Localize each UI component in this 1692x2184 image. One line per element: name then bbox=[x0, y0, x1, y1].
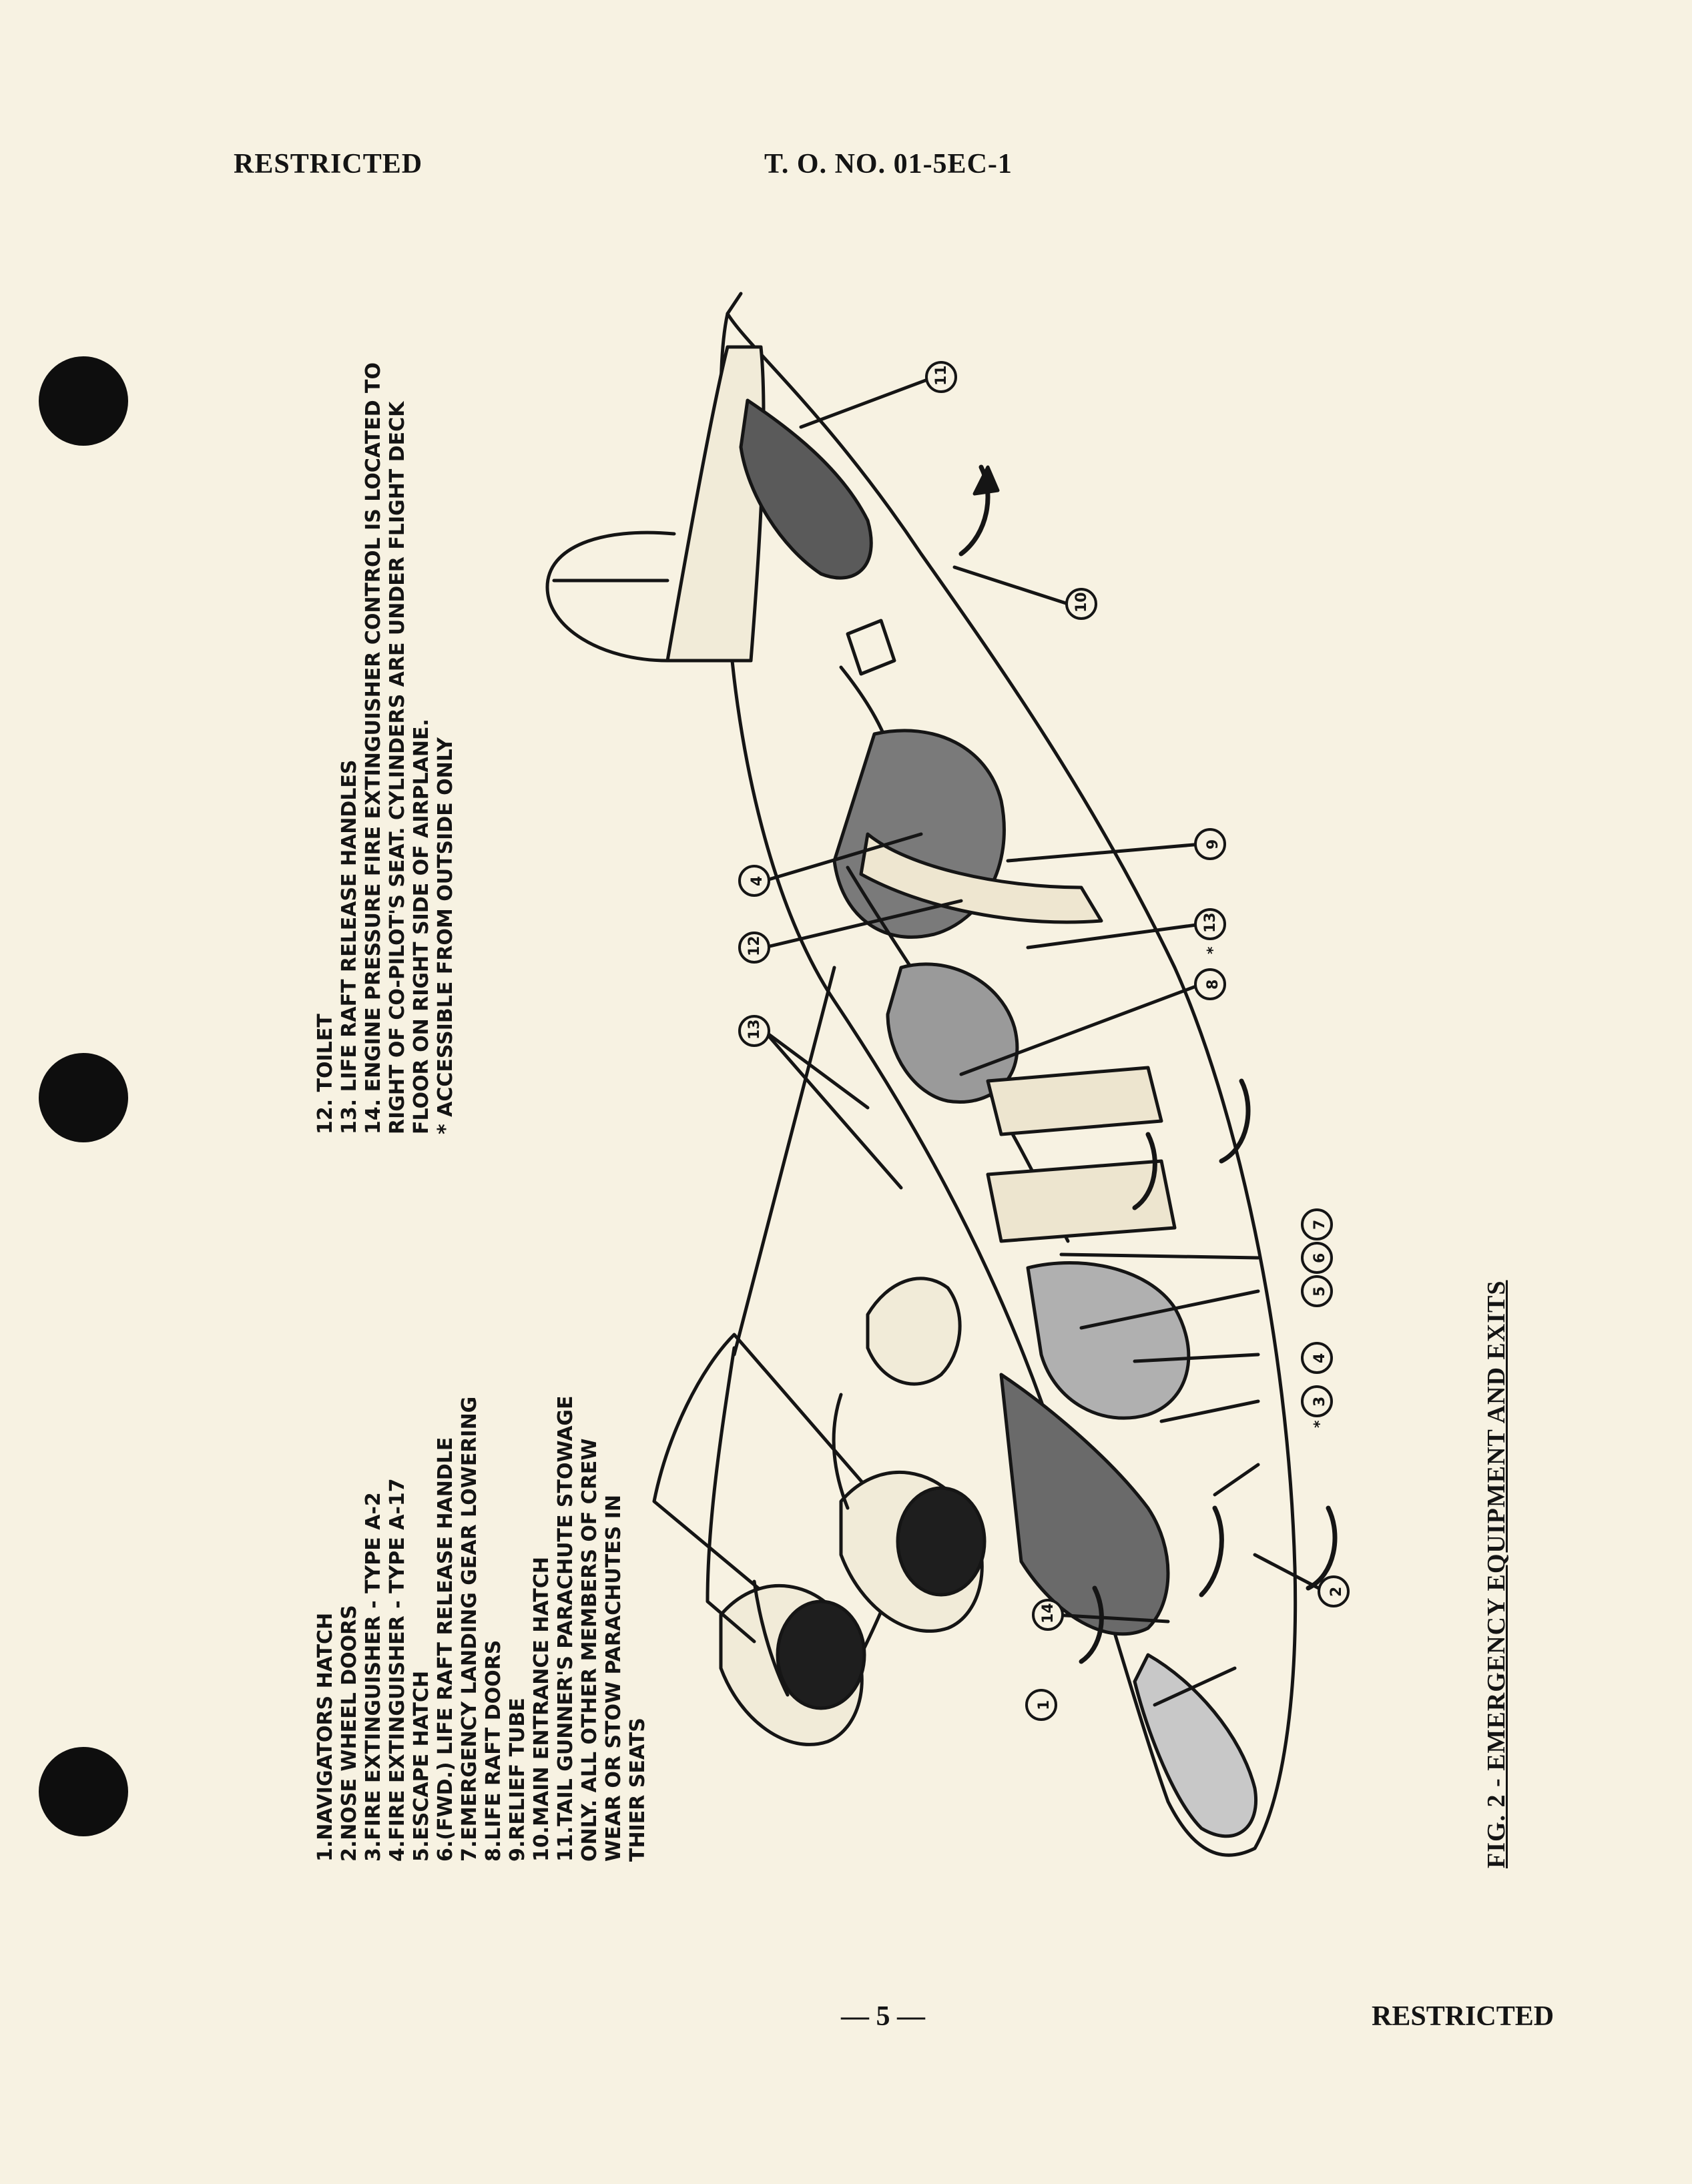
callout-13a: 13 bbox=[1202, 912, 1219, 933]
legend-item-11-cont-2: WEAR OR STOW PARACHUTES IN bbox=[602, 1494, 625, 1862]
legend-item-8: 8.LIFE RAFT DOORS bbox=[482, 1640, 505, 1862]
legend-list-primary: 1.NAVIGATORS HATCH 2.NOSE WHEEL DOORS 3.… bbox=[314, 1395, 650, 1862]
callout-12: 12 bbox=[746, 936, 763, 956]
legend-accessible-note: * ACCESSIBLE FROM OUTSIDE ONLY bbox=[434, 737, 457, 1134]
callout-5: 5 bbox=[1312, 1286, 1328, 1297]
callout-14: 14 bbox=[1040, 1603, 1057, 1623]
legend-item-11-cont-3: THIER SEATS bbox=[626, 1718, 649, 1862]
legend-item-14-cont-1: RIGHT OF CO-PILOT'S SEAT. CYLINDERS ARE … bbox=[386, 401, 409, 1134]
legend-item-10: 10.MAIN ENTRANCE HATCH bbox=[530, 1557, 553, 1862]
legend-item-7: 7.EMERGENCY LANDING GEAR LOWERING bbox=[458, 1396, 481, 1862]
footer-restricted: RESTRICTED bbox=[1372, 2001, 1555, 2032]
binder-hole-top bbox=[39, 356, 128, 446]
legend-item-11-cont-1: ONLY. ALL OTHER MEMBERS OF CREW bbox=[578, 1438, 601, 1862]
legend-item-3: 3.FIRE EXTINGUISHER - TYPE A-2 bbox=[362, 1492, 385, 1862]
callout-9: 9 bbox=[1205, 839, 1221, 849]
legend-item-13: 13. LIFE RAFT RELEASE HANDLES bbox=[338, 759, 361, 1134]
star-marker-2: * bbox=[1312, 1420, 1328, 1428]
page-number: — 5 — bbox=[841, 2001, 925, 2032]
callout-10: 10 bbox=[1073, 592, 1090, 613]
legend-item-1: 1.NAVIGATORS HATCH bbox=[314, 1612, 337, 1862]
legend-item-2: 2.NOSE WHEEL DOORS bbox=[338, 1605, 361, 1862]
callout-13b: 13 bbox=[746, 1019, 763, 1040]
binder-hole-middle bbox=[39, 1053, 128, 1142]
callout-2: 2 bbox=[1328, 1586, 1345, 1597]
header-restricted: RESTRICTED bbox=[234, 149, 423, 179]
legend-list-secondary: 12. TOILET 13. LIFE RAFT RELEASE HANDLES… bbox=[314, 362, 458, 1134]
legend-item-14-cont-2: FLOOR ON RIGHT SIDE OF AIRPLANE. bbox=[410, 719, 433, 1134]
callout-1: 1 bbox=[1036, 1700, 1053, 1710]
callout-3: 3 bbox=[1312, 1396, 1328, 1407]
legend-item-4: 4.FIRE EXTINGUISHER - TYPE A-17 bbox=[386, 1478, 409, 1862]
legend-item-6: 6.(FWD.) LIFE RAFT RELEASE HANDLE bbox=[434, 1437, 457, 1862]
figure-caption: FIG. 2 - EMERGENCY EQUIPMENT AND EXITS bbox=[1482, 1280, 1510, 1868]
legend-item-14: 14. ENGINE PRESSURE FIRE EXTINGUISHER CO… bbox=[362, 362, 385, 1134]
legend-item-11: 11.TAIL GUNNER'S PARACHUTE STOWAGE bbox=[554, 1395, 577, 1862]
callout-8: 8 bbox=[1205, 979, 1221, 990]
legend-item-12: 12. TOILET bbox=[314, 1014, 337, 1134]
legend-item-9: 9.RELIEF TUBE bbox=[506, 1698, 529, 1862]
header-tech-order-number: T. O. NO. 01-5EC-1 bbox=[764, 149, 1013, 179]
legend-item-5: 5.ESCAPE HATCH bbox=[410, 1670, 433, 1862]
callout-7: 7 bbox=[1312, 1219, 1328, 1230]
binder-hole-bottom bbox=[39, 1747, 128, 1836]
callout-4: 4 bbox=[749, 875, 766, 886]
callout-11: 11 bbox=[933, 365, 950, 386]
callout-6: 6 bbox=[1312, 1252, 1328, 1263]
star-marker-1: * bbox=[1205, 946, 1221, 954]
callout-4b: 4 bbox=[1312, 1353, 1328, 1363]
